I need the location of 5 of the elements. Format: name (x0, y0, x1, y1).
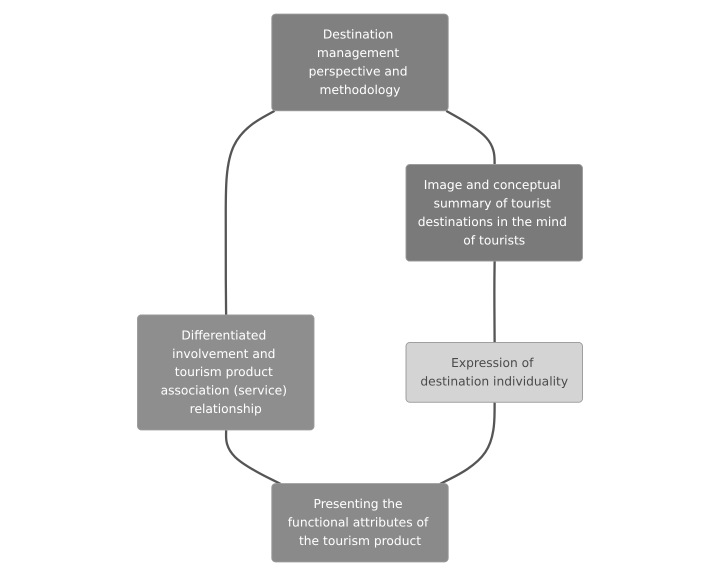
connector (224, 110, 276, 316)
connector (439, 402, 496, 486)
connector (446, 110, 496, 165)
connector (493, 262, 496, 343)
connector (224, 430, 282, 486)
